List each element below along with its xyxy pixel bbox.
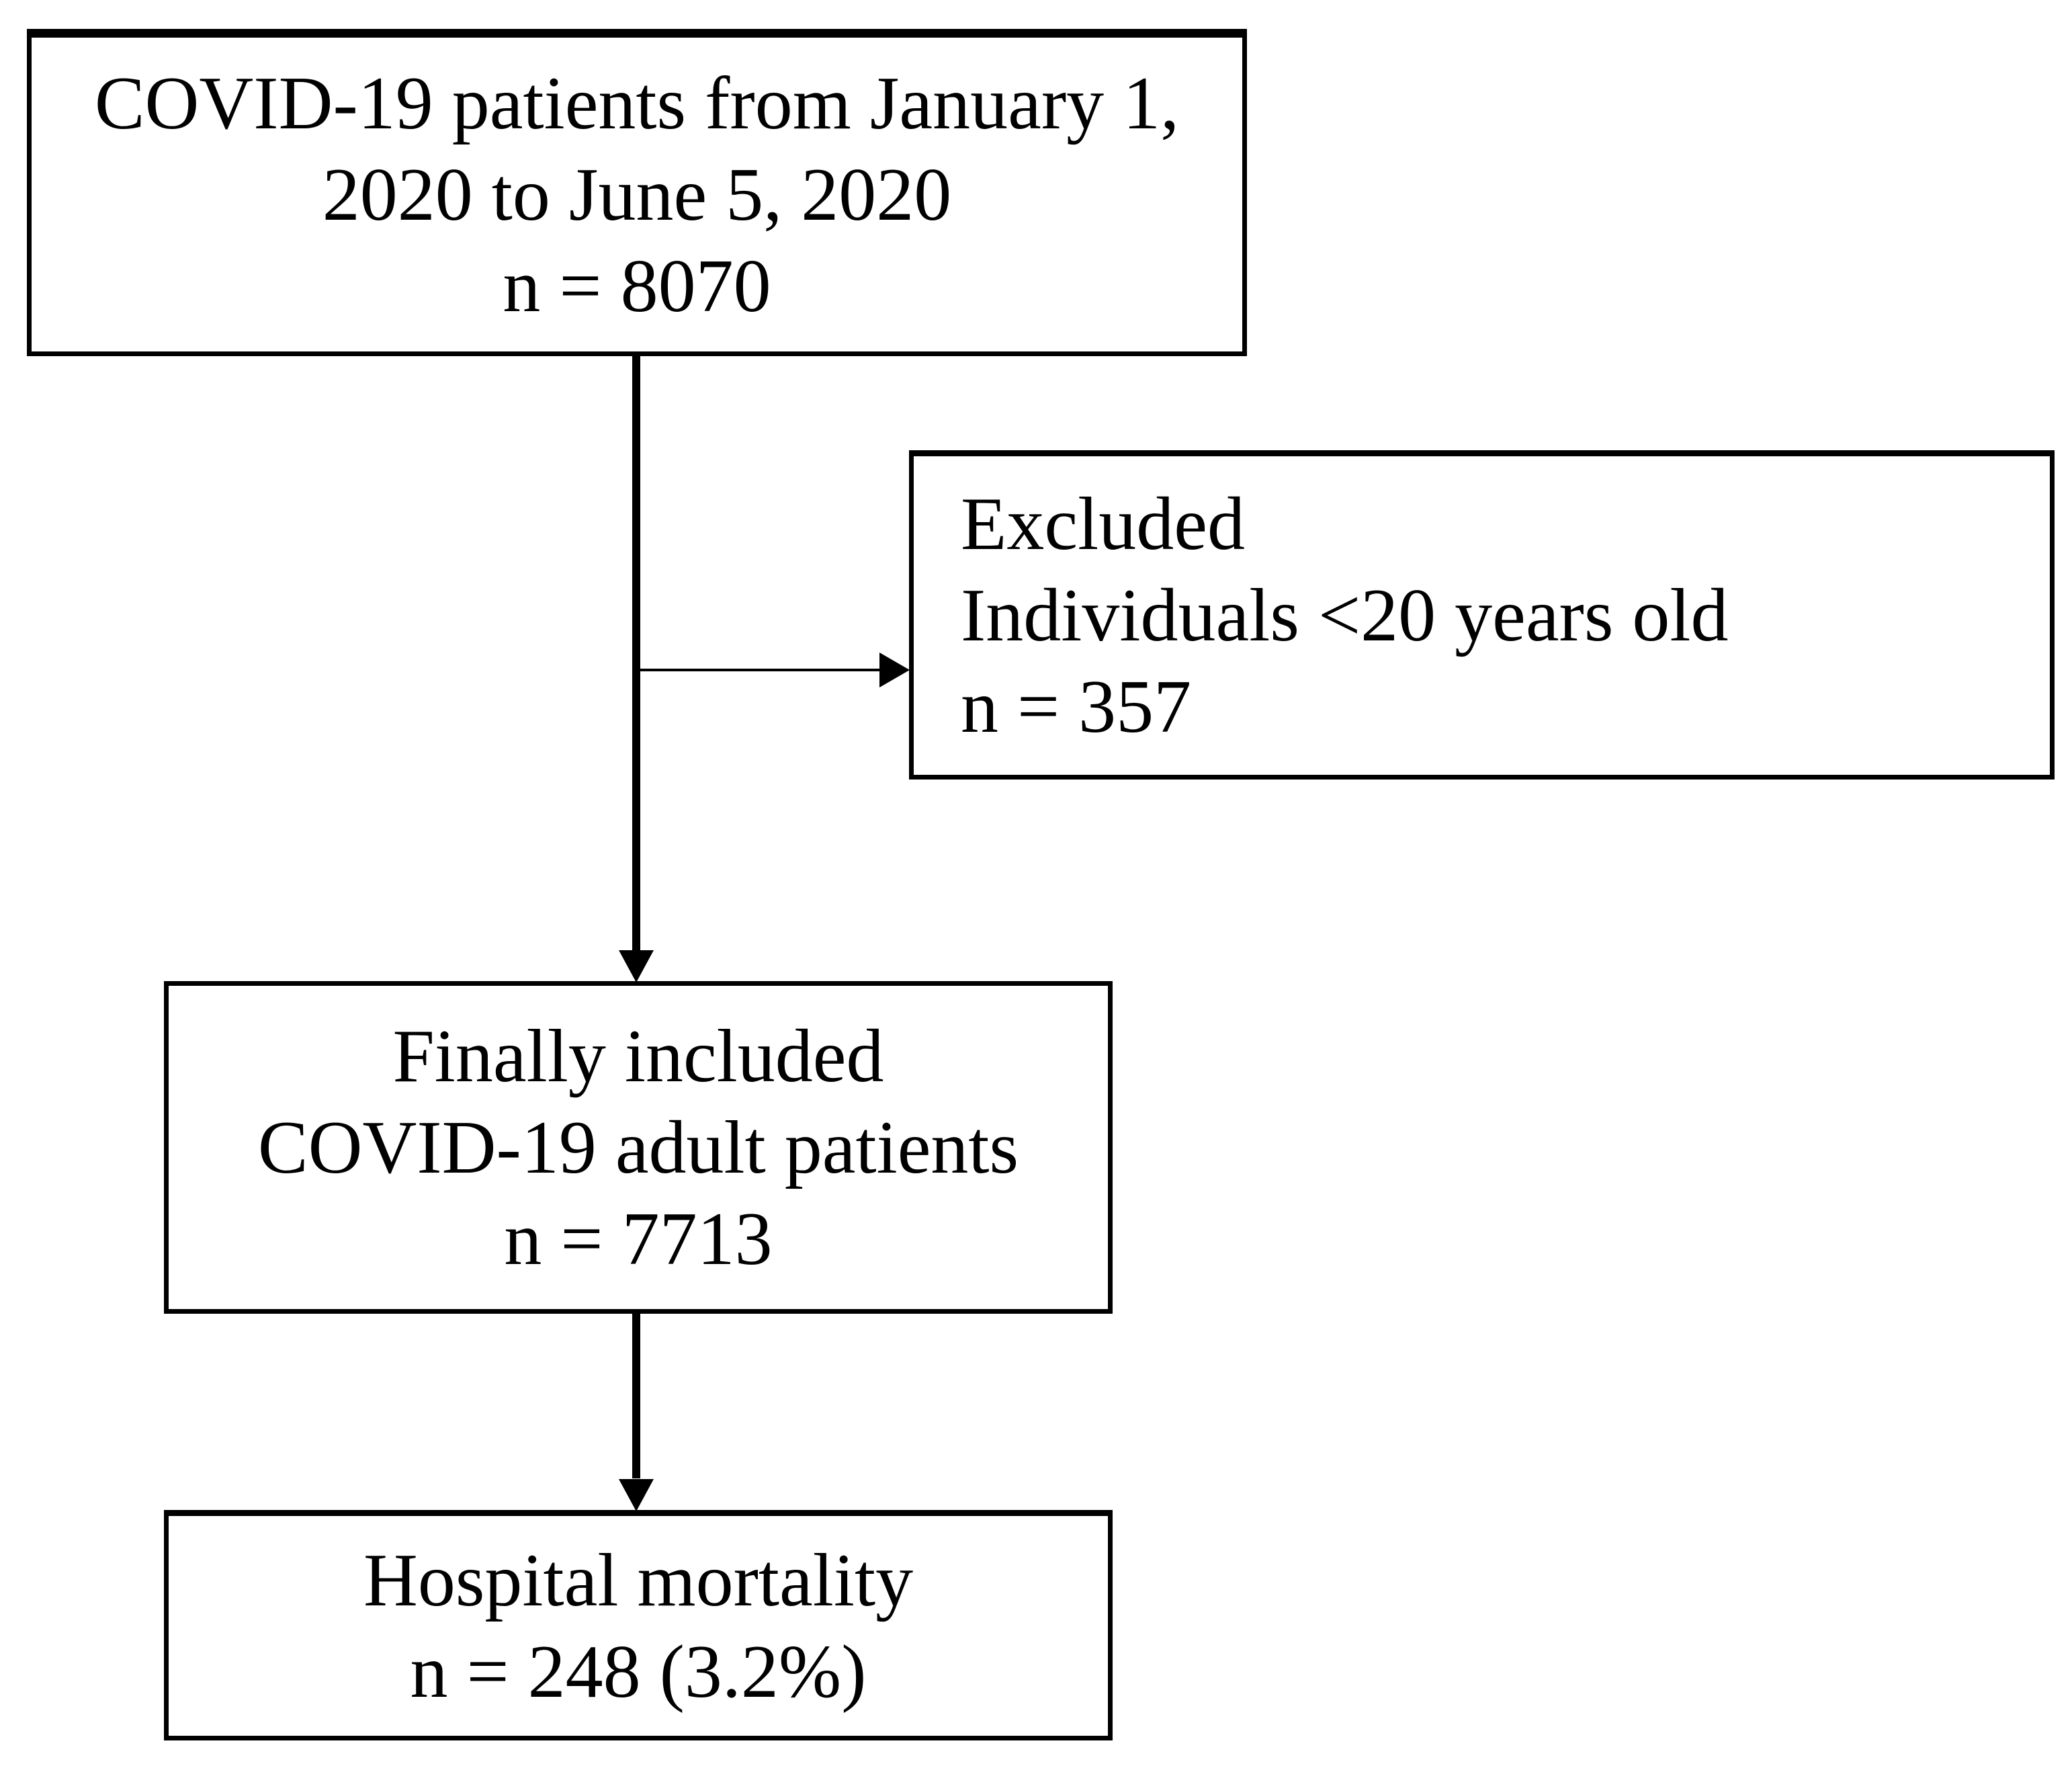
cohort-line-1: COVID-19 patients from January 1, <box>94 61 1180 145</box>
arrowhead-down-icon <box>619 1479 654 1511</box>
mortality-title: Hospital mortality <box>363 1538 914 1622</box>
cohort-line-2: 2020 to June 5, 2020 <box>322 153 952 237</box>
cohort-count: n = 8070 <box>503 244 771 328</box>
arrowhead-right-icon <box>879 653 910 687</box>
flow-box-included: Finally included COVID-19 adult patients… <box>164 981 1113 1314</box>
flow-box-cohort: COVID-19 patients from January 1, 2020 t… <box>27 29 1247 356</box>
arrow-branch-to-excluded-shaft <box>636 669 879 671</box>
arrow-cohort-to-included-shaft <box>632 356 640 952</box>
excluded-title: Excluded <box>961 482 1245 566</box>
included-line-1: Finally included <box>392 1014 884 1098</box>
excluded-criteria: Individuals <20 years old <box>961 574 1729 657</box>
included-line-2: COVID-19 adult patients <box>257 1105 1019 1189</box>
flow-box-mortality: Hospital mortality n = 248 (3.2%) <box>164 1510 1113 1740</box>
mortality-count: n = 248 (3.2%) <box>410 1630 867 1714</box>
excluded-count: n = 357 <box>961 665 1192 749</box>
included-count: n = 7713 <box>504 1197 773 1281</box>
flow-box-excluded: Excluded Individuals <20 years old n = 3… <box>909 450 2055 780</box>
arrow-included-to-mortality-shaft <box>632 1314 640 1478</box>
arrowhead-down-icon <box>619 950 654 982</box>
